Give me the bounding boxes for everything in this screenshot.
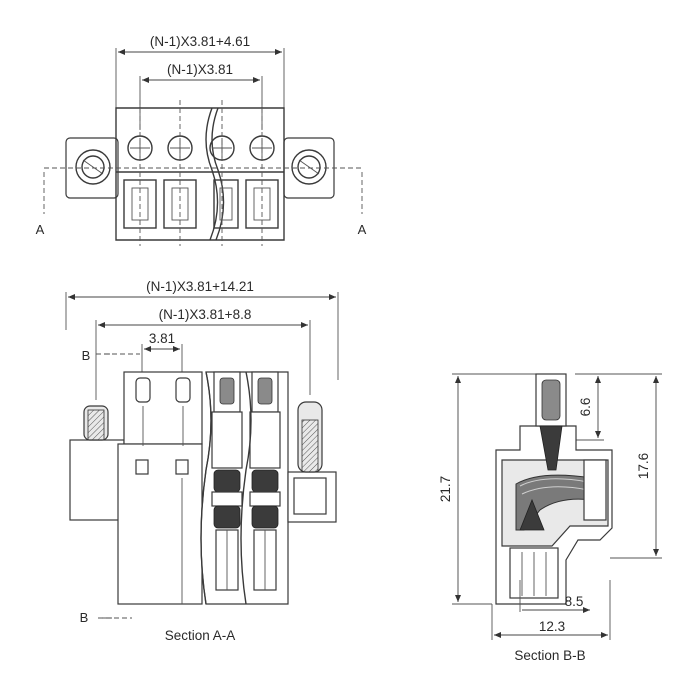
svg-text:B: B xyxy=(80,610,89,625)
aa-dim-inner: (N-1)X3.81+8.8 xyxy=(95,307,311,400)
bb-dim-height-body: 17.6 xyxy=(575,373,662,559)
top-screws xyxy=(127,135,275,161)
section-bb-view: 21.7 17.6 6.6 xyxy=(438,373,662,663)
aa-dim-overall-label: (N-1)X3.81+14.21 xyxy=(146,279,254,294)
bb-dim-top: 6.6 xyxy=(572,376,604,441)
section-mark-a-left: A xyxy=(36,172,45,237)
aa-dim-inner-label: (N-1)X3.81+8.8 xyxy=(159,307,252,322)
aa-terminals xyxy=(200,371,289,605)
section-aa-caption: Section A-A xyxy=(165,628,236,643)
aa-dim-pitch-label: 3.81 xyxy=(149,331,175,346)
aa-dim-pitch: 3.81 xyxy=(141,331,183,372)
bb-dim-height-total-label: 21.7 xyxy=(438,476,453,502)
svg-text:A: A xyxy=(36,222,45,237)
bb-dim-depth-inner-label: 8.5 xyxy=(565,594,584,609)
top-body xyxy=(44,100,362,246)
bb-dim-depth-base-label: 12.3 xyxy=(539,619,565,634)
section-mark-b-bottom: B xyxy=(80,610,132,625)
top-dim-overall: (N-1)X3.81+4.61 xyxy=(115,34,285,118)
svg-text:A: A xyxy=(358,222,367,237)
bb-body xyxy=(495,373,613,605)
svg-text:B: B xyxy=(82,348,91,363)
top-dim-pitch: (N-1)X3.81 xyxy=(139,62,263,130)
section-bb-caption: Section B-B xyxy=(514,648,585,663)
bb-dim-height-body-label: 17.6 xyxy=(636,453,651,479)
top-view: (N-1)X3.81+4.61 (N-1)X3.81 xyxy=(36,34,367,246)
top-wire-openings xyxy=(123,179,279,229)
bb-dim-depth-inner: 8.5 xyxy=(519,580,590,613)
top-dim-overall-label: (N-1)X3.81+4.61 xyxy=(150,34,250,49)
bb-dim-depth-base: 12.3 xyxy=(491,580,611,640)
bb-dim-top-label: 6.6 xyxy=(578,398,593,417)
aa-housing-left xyxy=(117,371,203,605)
top-dim-pitch-label: (N-1)X3.81 xyxy=(167,62,233,77)
bb-dim-height-total: 21.7 xyxy=(438,373,540,605)
aa-dim-overall: (N-1)X3.81+14.21 xyxy=(65,279,339,380)
aa-left-flange xyxy=(69,405,125,521)
section-mark-a-right: A xyxy=(358,172,367,237)
section-aa-view: (N-1)X3.81+14.21 (N-1)X3.81+8.8 3.81 B xyxy=(65,279,339,643)
section-mark-b-top: B xyxy=(82,348,140,363)
aa-right-flange xyxy=(287,401,337,523)
